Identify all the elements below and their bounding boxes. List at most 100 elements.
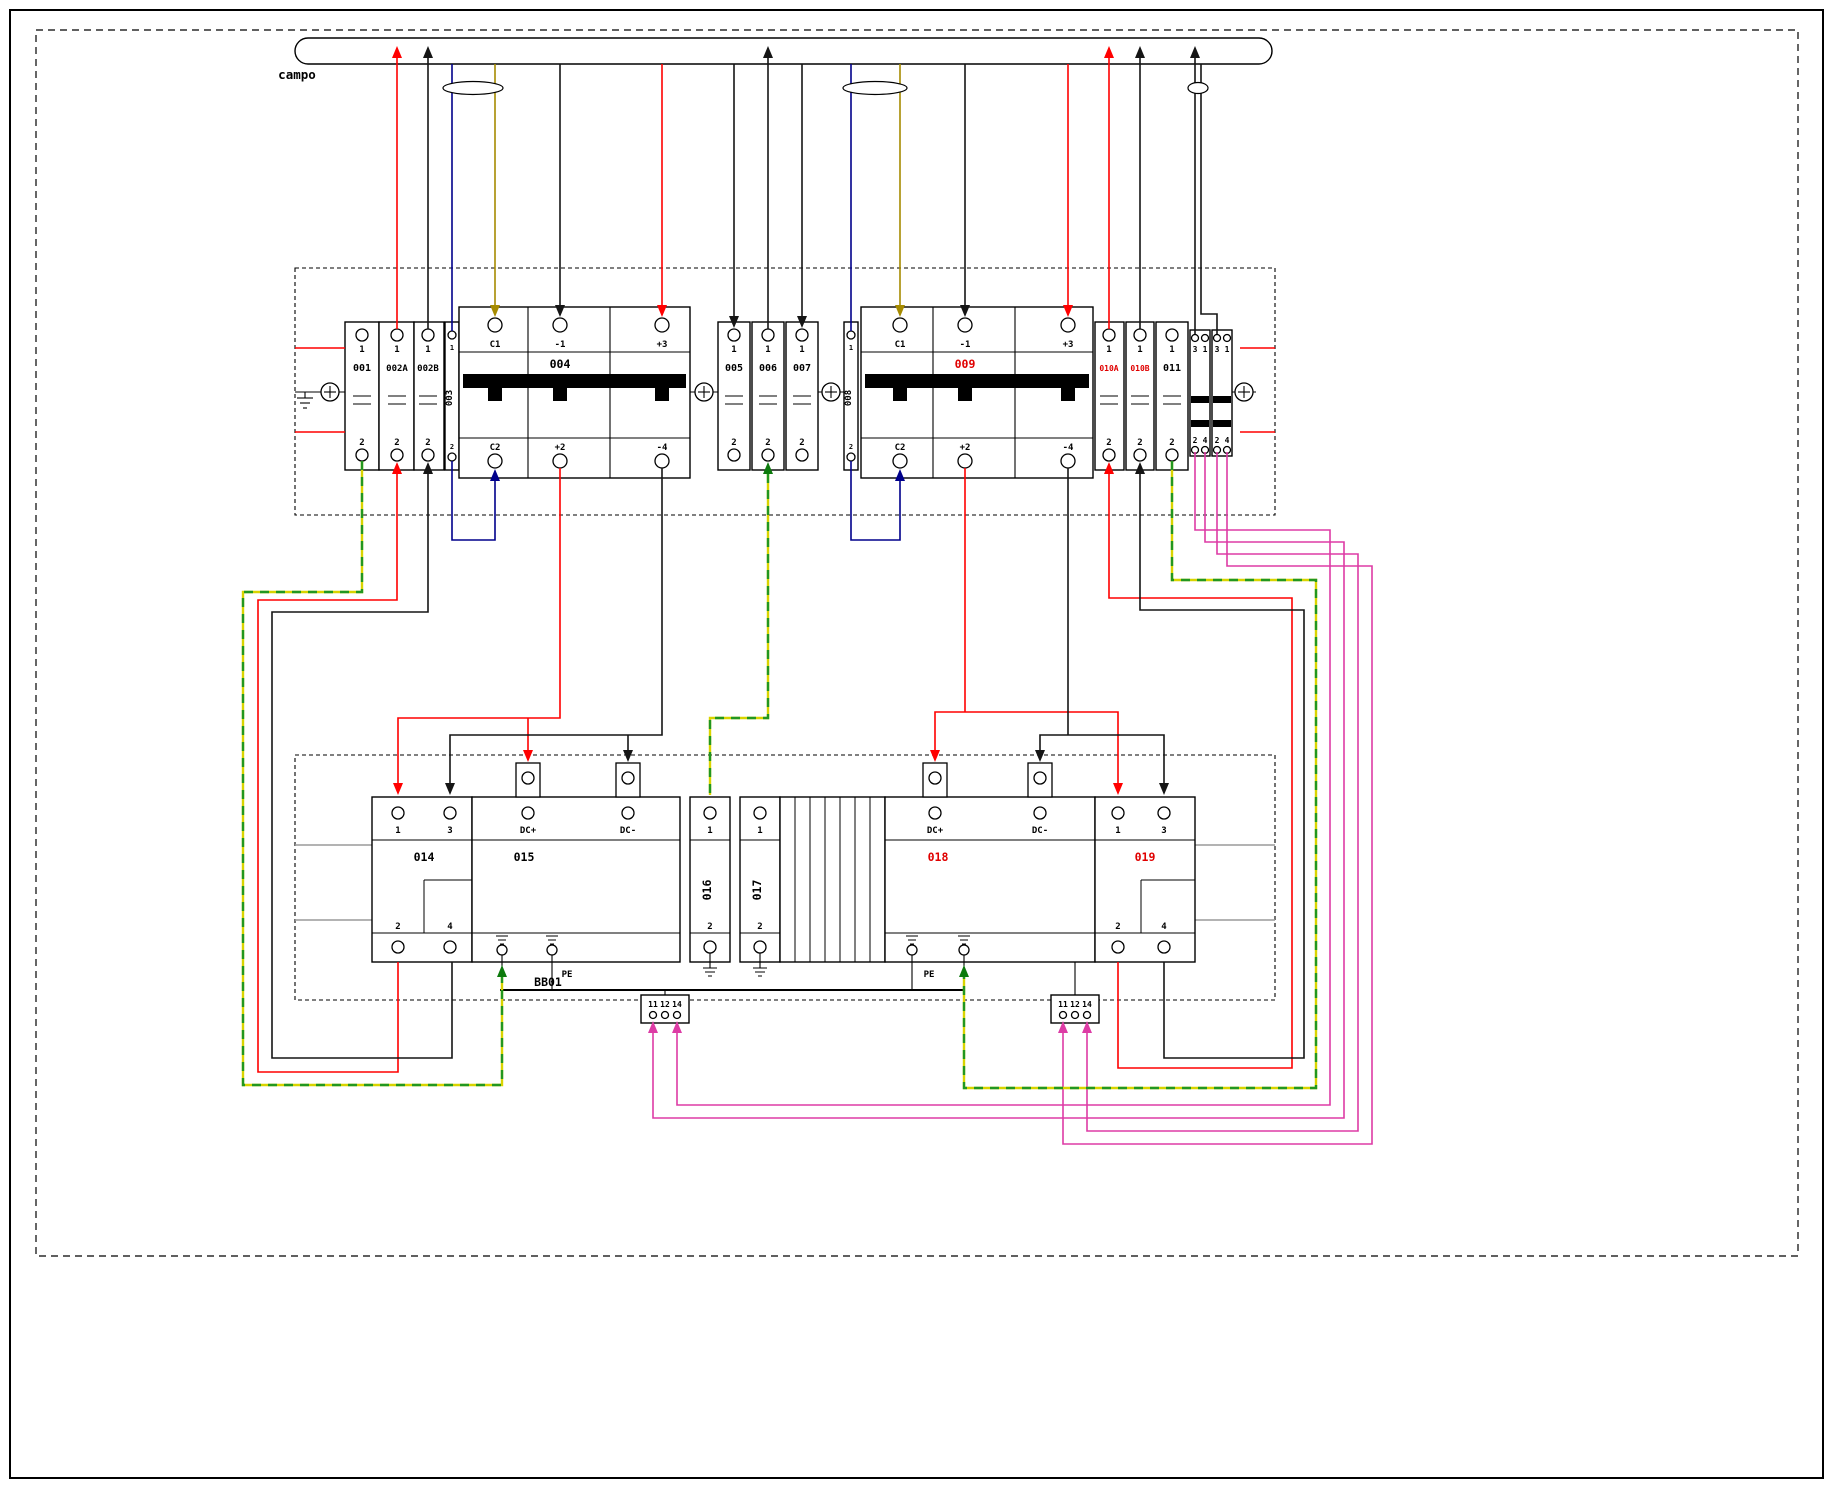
d015-id: 015 [514, 850, 535, 864]
d018-dcm: DC- [1032, 826, 1048, 836]
aux2-bl: 2 [1215, 436, 1220, 445]
f008-id: 008 [844, 390, 854, 406]
d019-t4: 4 [1161, 922, 1167, 932]
red-wires [257, 46, 1293, 1073]
breaker-009 [860, 306, 1094, 479]
d015-dcm: DC- [620, 826, 636, 836]
b004-p3: +3 [657, 340, 668, 350]
d016-id: 016 [700, 880, 714, 901]
t001-bottom: 2 [359, 438, 364, 448]
t010b-id: 010B [1130, 364, 1149, 373]
t005-top: 1 [731, 345, 736, 355]
d019-t2: 2 [1115, 922, 1120, 932]
f008-top: 1 [849, 344, 853, 352]
t002b-top: 1 [425, 345, 430, 355]
d017-id: 017 [750, 880, 764, 901]
f003-top: 1 [450, 344, 454, 352]
d019-t3: 3 [1161, 826, 1166, 836]
b009-p3: +3 [1063, 340, 1074, 350]
t002b-id: 002B [417, 364, 439, 374]
t010a-bottom: 2 [1106, 438, 1111, 448]
top-enclosure [294, 267, 1276, 516]
stripR-11: 11 [1058, 1000, 1068, 1009]
t002b-bottom: 2 [425, 438, 430, 448]
screw-icon [821, 382, 841, 402]
bottom-enclosure [294, 754, 1276, 1001]
t002a-id: 002A [386, 364, 408, 374]
aux1-br: 4 [1203, 436, 1208, 445]
t006-id: 006 [759, 363, 777, 374]
labels: campo 1 001 2 1 002A 2 1 002B 2 1 003 2 … [278, 67, 1229, 1009]
pe-wires-yellow [241, 461, 1318, 1090]
t002a-top: 1 [394, 345, 399, 355]
d017-top: 1 [757, 826, 762, 836]
t006-bottom: 2 [765, 438, 770, 448]
screw-icon [320, 382, 340, 402]
field-bus-label: campo [278, 67, 316, 82]
d014-t3: 3 [447, 826, 452, 836]
d019-id: 019 [1135, 850, 1156, 864]
page-borders [9, 9, 1824, 1479]
t007-id: 007 [793, 363, 811, 374]
d014-id: 014 [414, 850, 435, 864]
t007-bottom: 2 [799, 438, 804, 448]
aux2-tr: 1 [1225, 345, 1230, 354]
olive-wires [490, 64, 905, 317]
f003-id: 003 [445, 390, 455, 406]
t010b-top: 1 [1137, 345, 1142, 355]
b009-m4: -4 [1063, 443, 1074, 453]
aux1-bl: 2 [1193, 436, 1198, 445]
b009-m1: -1 [960, 340, 971, 350]
d015-pe: PE [562, 970, 573, 980]
d016-bottom: 2 [707, 922, 712, 932]
b004-m4: -4 [657, 443, 668, 453]
bottom-devices [371, 762, 1196, 1024]
stripL-12: 12 [660, 1000, 670, 1009]
b009-p2: +2 [960, 443, 971, 453]
b009-id: 009 [955, 357, 976, 371]
stripL-14: 14 [672, 1000, 682, 1009]
d018-dcp: DC+ [927, 826, 944, 836]
ground-symbols [496, 935, 970, 945]
b004-p2: +2 [555, 443, 566, 453]
stripR-14: 14 [1082, 1000, 1092, 1009]
screw-icon [1234, 382, 1254, 402]
aux1-tr: 1 [1203, 345, 1208, 354]
t011-bottom: 2 [1169, 438, 1174, 448]
f008-bottom: 2 [849, 443, 853, 451]
t011-top: 1 [1169, 345, 1174, 355]
pink-wires [648, 452, 1373, 1145]
f003-bottom: 2 [450, 443, 454, 451]
t001-top: 1 [359, 345, 364, 355]
d014-t2: 2 [395, 922, 400, 932]
t010a-id: 010A [1099, 364, 1118, 373]
b004-m1: -1 [555, 340, 566, 350]
pe-bus-label: BB01 [534, 975, 562, 989]
t005-id: 005 [725, 363, 743, 374]
t005-bottom: 2 [731, 438, 736, 448]
b004-id: 004 [550, 357, 571, 371]
d019-t1: 1 [1115, 826, 1120, 836]
breaker-004 [458, 306, 691, 479]
b009-c2: C2 [895, 443, 906, 453]
pe-arrows [497, 462, 969, 977]
cable-markers [442, 80, 1209, 96]
t011-id: 011 [1163, 363, 1181, 374]
t007-top: 1 [799, 345, 804, 355]
t001-id: 001 [353, 363, 371, 374]
d014-t1: 1 [395, 826, 400, 836]
blue-wires [451, 64, 905, 541]
t002a-bottom: 2 [394, 438, 399, 448]
stripR-12: 12 [1070, 1000, 1080, 1009]
stripL-11: 11 [648, 1000, 658, 1009]
t010b-bottom: 2 [1137, 438, 1142, 448]
b009-c1: C1 [895, 340, 906, 350]
aux2-br: 4 [1225, 436, 1230, 445]
d017-bottom: 2 [757, 922, 762, 932]
aux2-tl: 3 [1215, 345, 1220, 354]
b004-c2: C2 [490, 443, 501, 453]
d018-id: 018 [928, 850, 949, 864]
b004-c1: C1 [490, 340, 501, 350]
field-bus [294, 37, 1273, 65]
